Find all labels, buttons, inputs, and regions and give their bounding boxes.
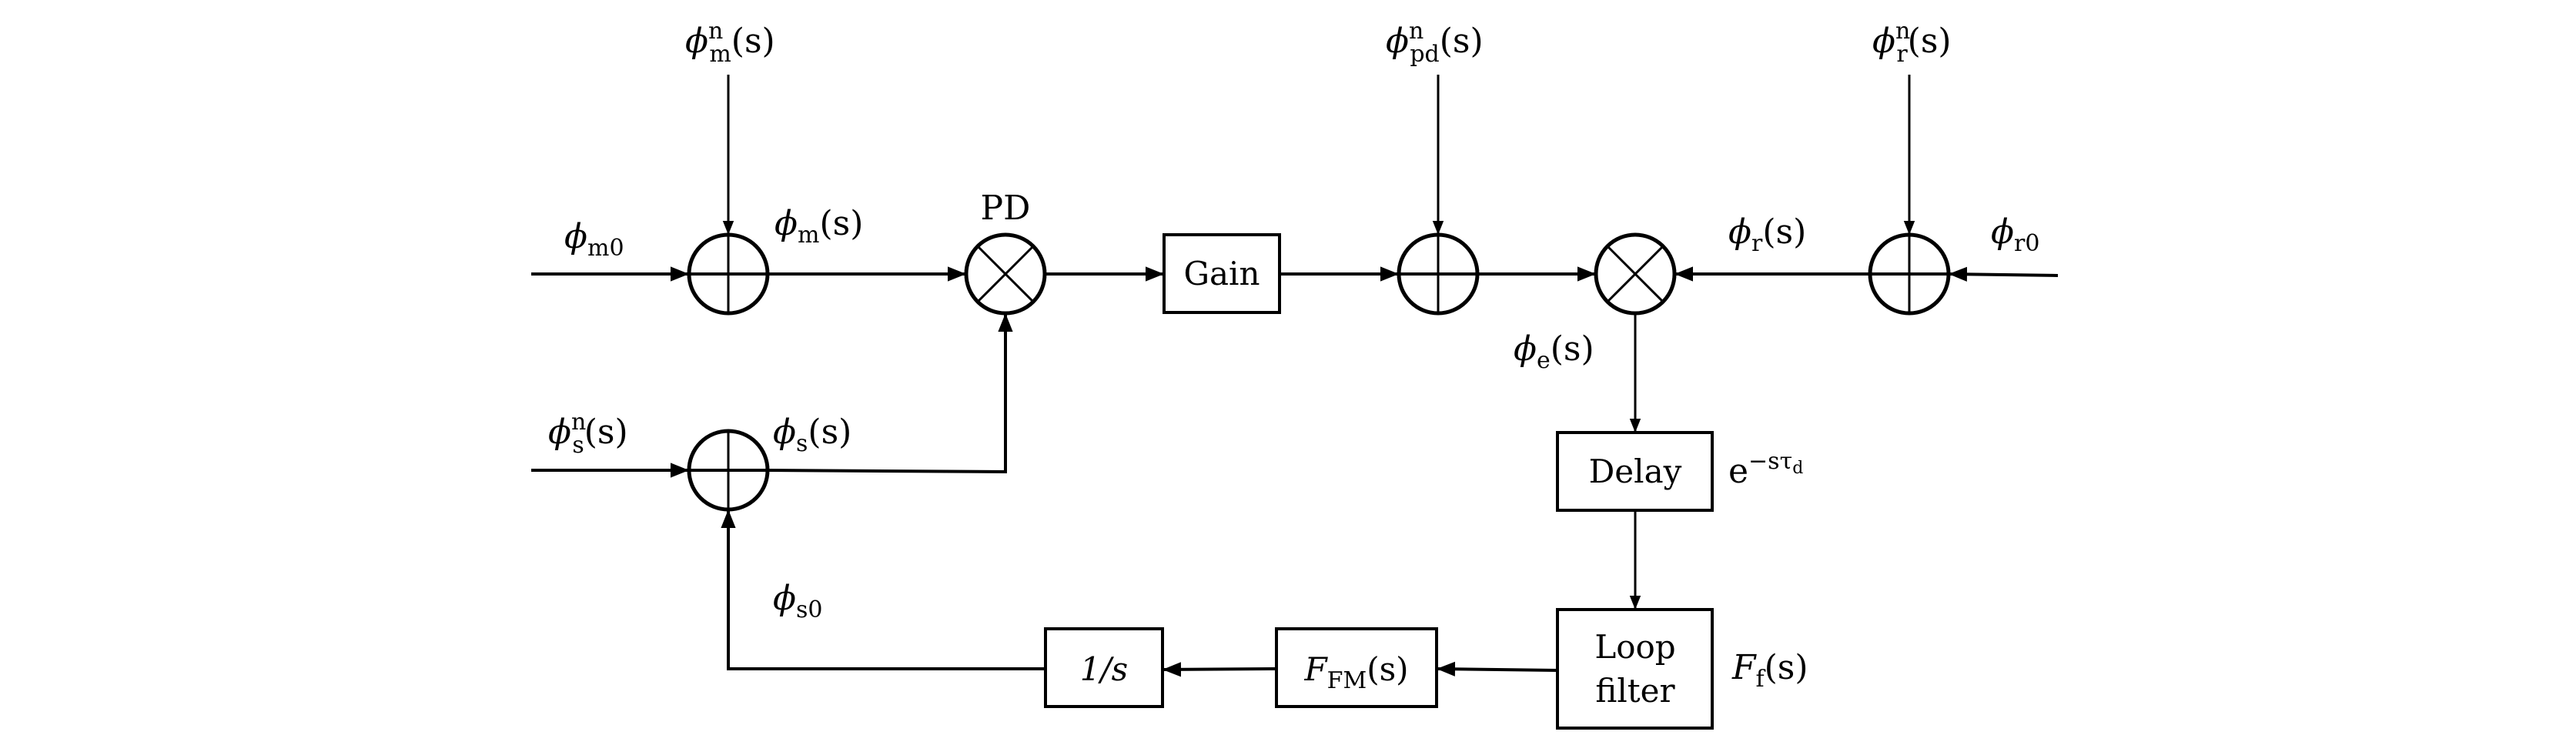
sum-node-r xyxy=(1868,232,1951,316)
ffm-label: FFM(s) xyxy=(1303,650,1408,694)
pd-label: PD xyxy=(981,189,1031,228)
mixer-pd xyxy=(964,232,1047,316)
delay-label: Delay xyxy=(1589,453,1682,490)
delay-block: Delay xyxy=(1556,431,1714,512)
wire-ffm-to-integrator xyxy=(1162,662,1277,677)
label-phi-s0: ϕs0 xyxy=(773,579,822,623)
gain-block: Gain xyxy=(1163,233,1281,314)
integrator-label: 1/s xyxy=(1080,650,1128,688)
wire-integrator-to-sum-s xyxy=(721,509,1045,670)
label-loop-filter-transfer-function: Ff(s) xyxy=(1731,648,1808,693)
loop-filter-block: Loop filter xyxy=(1556,608,1714,730)
integrator-block: 1/s xyxy=(1044,627,1164,708)
label-phi-s: ϕs(s) xyxy=(773,413,851,457)
label-phi-r: ϕr(s) xyxy=(1728,212,1806,257)
label-delay-transfer-function: e−sτd xyxy=(1728,448,1803,491)
label-phi-r0: ϕr0 xyxy=(1991,212,2039,257)
label-phi-e: ϕe(s) xyxy=(1514,329,1594,374)
ffm-block: FFM(s) xyxy=(1275,627,1438,708)
label-phi-m: ϕm(s) xyxy=(774,204,863,249)
loop-filter-label-line2: filter xyxy=(1595,672,1675,710)
gain-label: Gain xyxy=(1183,255,1260,292)
mixer-reference xyxy=(1594,232,1677,316)
loop-filter-label-line1: Loop xyxy=(1594,628,1675,666)
wire-sum-s-to-pd xyxy=(767,313,1013,474)
sum-node-pd-noise xyxy=(1397,232,1480,316)
wire-loopfilter-to-ffm xyxy=(1436,661,1558,677)
sum-node-s xyxy=(687,429,770,512)
sum-node-m xyxy=(687,232,770,316)
label-phi-m0: ϕm0 xyxy=(564,217,624,262)
wire-phi-r0-input xyxy=(1948,266,2059,282)
